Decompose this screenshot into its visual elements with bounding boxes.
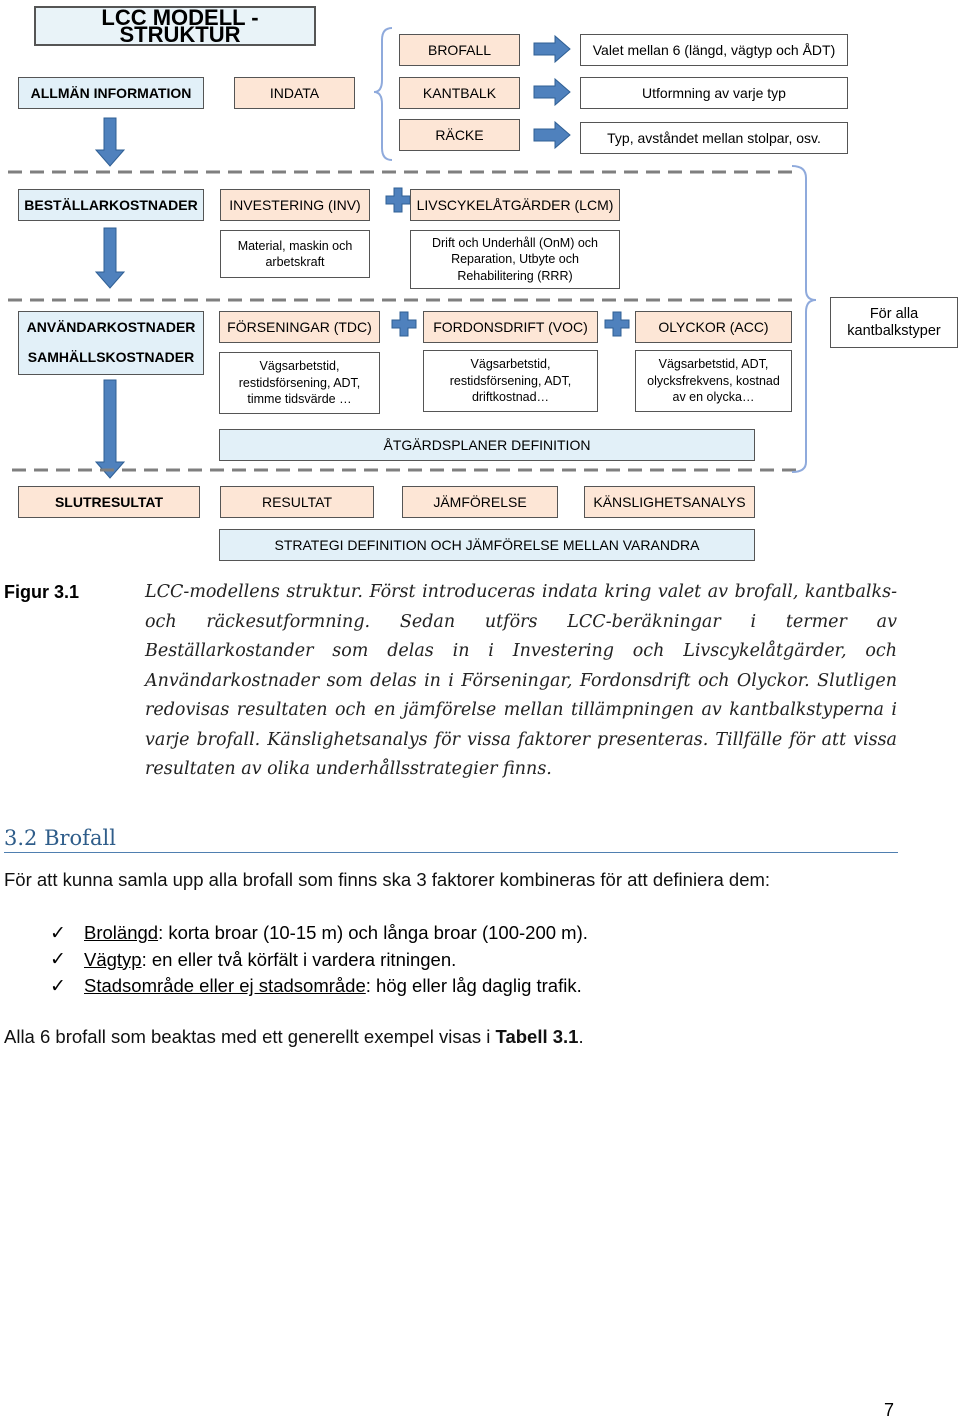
box-olyckor: OLYCKOR (ACC) (635, 311, 792, 343)
label-samhallskostnader: SAMHÄLLSKOSTNADER (27, 349, 195, 365)
box-investering-desc: Material, maskin och arbetskraft (220, 230, 370, 278)
box-fordonsdrift-desc: Vägsarbetstid, restidsförsening, ADT, dr… (423, 350, 598, 412)
list-item-term: Stadsområde eller ej stadsområde (84, 975, 366, 997)
box-fordonsdrift: FORDONSDRIFT (VOC) (423, 311, 598, 343)
box-resultat: RESULTAT (220, 486, 374, 518)
figure-caption: LCC-modellens struktur. Först introducer… (145, 582, 897, 779)
box-kanslighetsanalys: KÄNSLIGHETSANALYS (584, 486, 755, 518)
down-arrow-icon (94, 117, 126, 479)
box-slutresultat: SLUTRESULTAT (18, 486, 200, 518)
list-item-text: : hög eller låg daglig trafik. (365, 975, 582, 997)
right-arrow-icon (533, 34, 571, 150)
box-jamforelse: JÄMFÖRELSE (402, 486, 558, 518)
table-reference-link[interactable]: Tabell 3.1 (495, 1026, 579, 1047)
box-atgardsplaner: ÅTGÄRDSPLANER DEFINITION (219, 429, 755, 461)
list-item: ✓ Vägtyp: en eller två körfält i vardera… (50, 947, 588, 974)
list-item-text: : korta broar (10-15 m) och långa broar … (158, 922, 588, 944)
checkmark-icon: ✓ (50, 949, 66, 971)
outro-text: Alla 6 brofall som beaktas med ett gener… (4, 1026, 496, 1047)
list-item: ✓ Stadsområde eller ej stadsområde: hög … (50, 973, 588, 1000)
section-outro: Alla 6 brofall som beaktas med ett gener… (4, 1026, 584, 1048)
diagram-graphics (8, 27, 817, 479)
box-forseningar-desc: Vägsarbetstid, restidsförsening, ADT, ti… (219, 352, 380, 414)
list-item-term: Vägtyp (84, 948, 142, 970)
page-number: 7 (884, 1400, 895, 1420)
bracket-left (373, 27, 393, 161)
box-for-alla-kantbalkstyper: För alla kantbalkstyper (830, 297, 958, 348)
outro-end: . (578, 1026, 584, 1047)
checkmark-icon: ✓ (50, 922, 66, 944)
box-anvandarkostnader: ANVÄNDARKOSTNADER SAMHÄLLSKOSTNADER (18, 311, 204, 375)
box-brofall: BROFALL (399, 34, 520, 66)
figure-label: Figur 3.1 (4, 582, 80, 602)
box-strategi-definition: STRATEGI DEFINITION OCH JÄMFÖRELSE MELLA… (219, 529, 755, 561)
diagram-title: LCC MODELL - STRUKTUR (34, 6, 316, 46)
box-brofall-desc: Valet mellan 6 (längd, vägtyp och ÅDT) (580, 34, 848, 66)
box-kantbalk-desc: Utformning av varje typ (580, 77, 848, 109)
checkmark-icon: ✓ (50, 975, 66, 997)
box-racke: RÄCKE (399, 119, 520, 151)
box-kantbalk: KANTBALK (399, 77, 520, 109)
bracket-right (791, 165, 817, 473)
section-title: 3.2 Brofall (4, 826, 898, 853)
box-allman-information: ALLMÄN INFORMATION (18, 77, 204, 109)
box-livscykelatgarder: LIVSCYKELÅTGÄRDER (LCM) (410, 189, 620, 221)
box-olyckor-desc: Vägsarbetstid, ADT, olycksfrekvens, kost… (635, 350, 792, 412)
box-indata: INDATA (234, 77, 355, 109)
dashed-separator (8, 170, 800, 472)
factor-list: ✓ Brolängd: korta broar (10-15 m) och lå… (50, 920, 588, 1000)
box-investering: INVESTERING (INV) (220, 189, 370, 221)
list-item-term: Brolängd (84, 922, 159, 944)
box-bestallarkostnader: BESTÄLLARKOSTNADER (18, 189, 204, 221)
list-item-text: : en eller två körfält i vardera ritning… (141, 948, 457, 970)
box-forseningar: FÖRSENINGAR (TDC) (219, 311, 380, 343)
label-anvandarkostnader: ANVÄNDARKOSTNADER (26, 319, 196, 335)
box-lcm-desc: Drift och Underhåll (OnM) och Reparation… (410, 230, 620, 289)
box-racke-desc: Typ, avståndet mellan stolpar, osv. (580, 122, 848, 154)
list-item: ✓ Brolängd: korta broar (10-15 m) och lå… (50, 920, 588, 947)
section-intro: För att kunna samla upp alla brofall som… (4, 869, 771, 890)
